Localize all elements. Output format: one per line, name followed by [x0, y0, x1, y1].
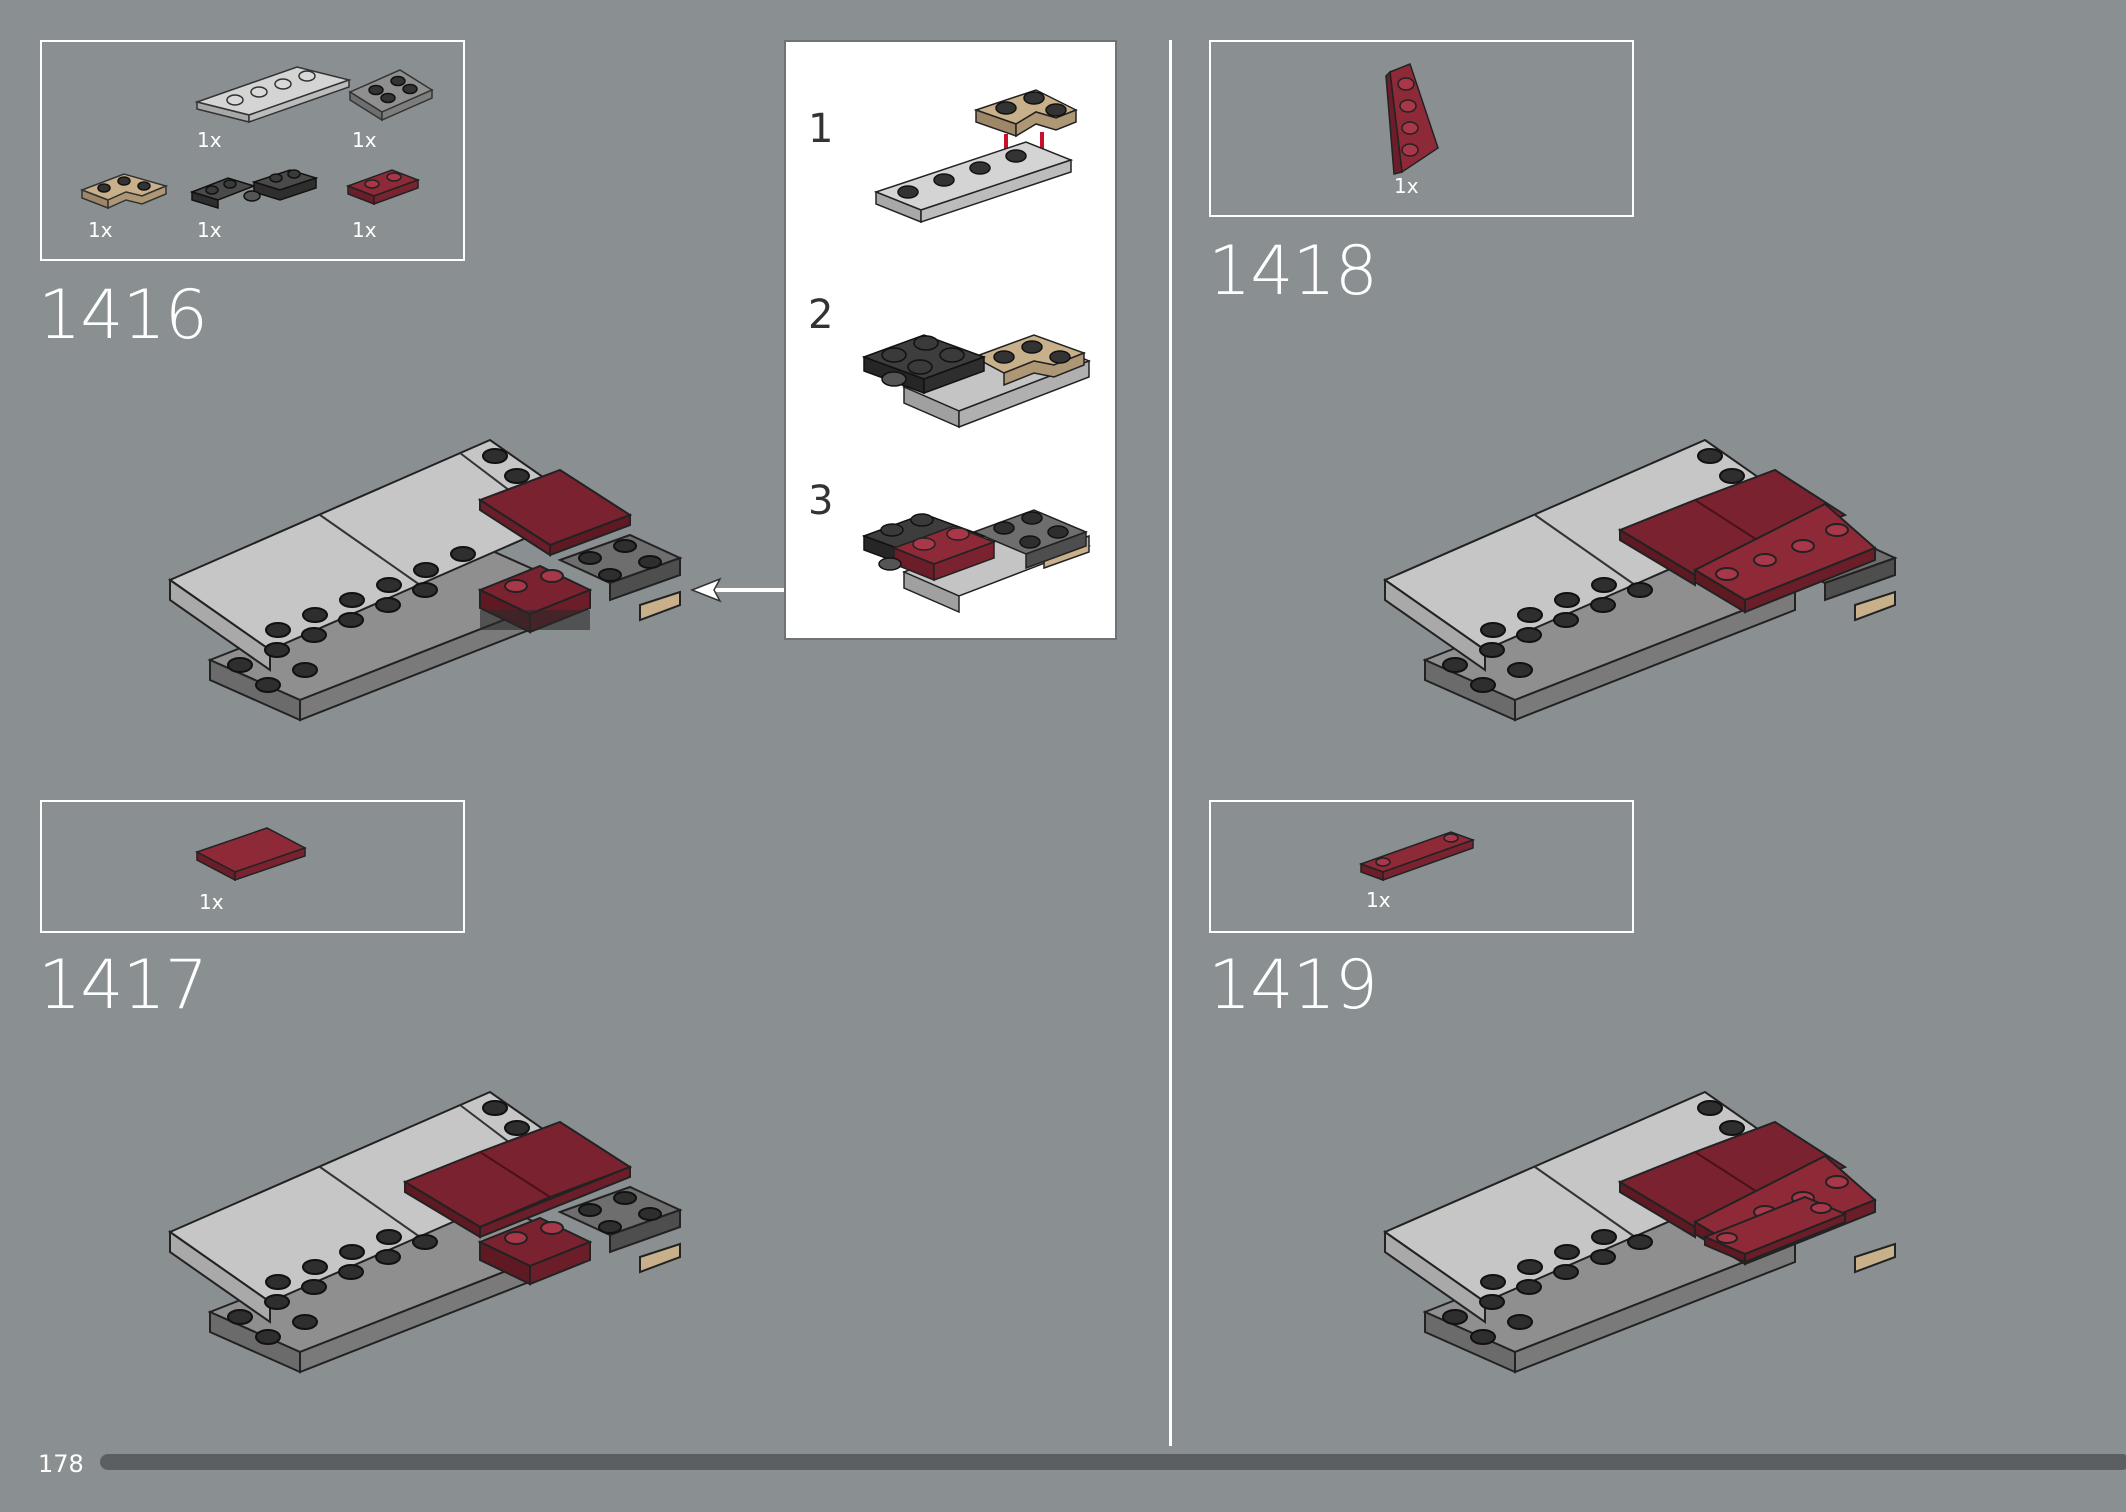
substep-number: 1: [808, 106, 834, 152]
part-qty: 1x: [352, 218, 377, 242]
substep-number: 3: [808, 478, 834, 524]
parts-callout-1418: 1x: [1209, 40, 1634, 217]
step-number: 1417: [38, 946, 208, 1025]
step-number: 1419: [1208, 946, 1378, 1025]
substep-2-illustration: [861, 334, 1091, 429]
part-qty: 1x: [1366, 888, 1391, 912]
model-assembly-1419: [1382, 1090, 1896, 1374]
part-qty: 1x: [1394, 174, 1419, 198]
part-dark-red-wedge-plate: [1385, 63, 1439, 175]
part-gray-plate-2x2: [348, 69, 434, 122]
part-light-gray-plate-1x4: [194, 66, 352, 124]
substep-3-illustration: [861, 509, 1091, 614]
parts-callout-1416: 1x 1x 1x 1x 1x: [40, 40, 465, 261]
model-assembly-1418: [1382, 438, 1898, 722]
part-dark-red-tile-2x4: [195, 827, 307, 882]
parts-callout-1419: 1x: [1209, 800, 1634, 933]
part-tan-corner-plate: [79, 173, 169, 210]
part-qty: 1x: [352, 128, 377, 152]
part-qty: 1x: [199, 890, 224, 914]
substep-1-illustration: [873, 89, 1078, 224]
model-assembly-1416: [167, 438, 683, 722]
model-assembly-1417: [167, 1090, 683, 1374]
part-dark-gray-hinge-plate: [189, 169, 319, 210]
step-number: 1418: [1208, 232, 1378, 311]
part-qty: 1x: [197, 218, 222, 242]
step-number: 1416: [38, 276, 208, 355]
sub-assembly-callout: 1 2 3: [784, 40, 1117, 640]
part-qty: 1x: [197, 128, 222, 152]
substep-number: 2: [808, 292, 834, 338]
parts-callout-1417: 1x: [40, 800, 465, 933]
column-divider: [1169, 40, 1172, 1446]
part-dark-red-plate-1x2: [345, 169, 421, 206]
callout-arrow: [689, 577, 786, 603]
progress-bar: [100, 1454, 2126, 1470]
page-number: 178: [38, 1450, 84, 1478]
part-dark-red-plate-1x4-offset: [1358, 831, 1476, 882]
part-qty: 1x: [88, 218, 113, 242]
